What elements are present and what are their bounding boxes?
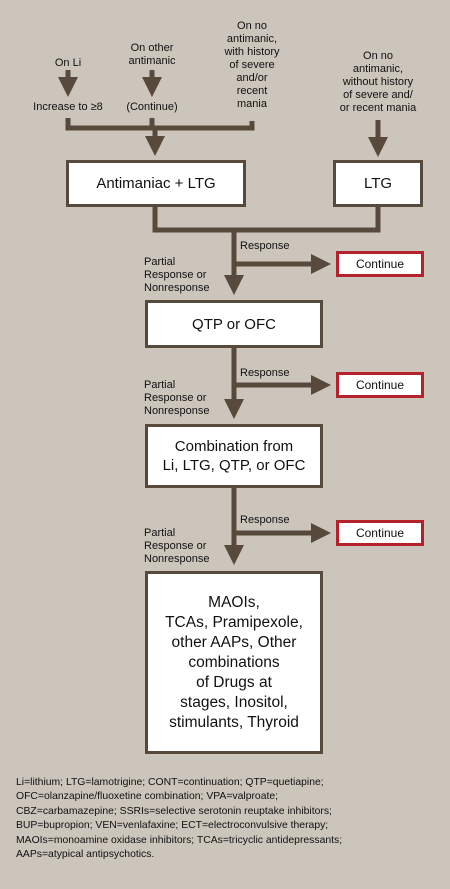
- box-combination: Combination from Li, LTG, QTP, or OFC: [145, 424, 323, 488]
- label-partial-2: Partial Response or Nonresponse: [144, 379, 210, 417]
- label-on-li: On Li: [54, 57, 82, 69]
- label-partial-3: Partial Response or Nonresponse: [144, 527, 210, 565]
- label-continue-paren: (Continue): [126, 101, 178, 113]
- continue-box-1: Continue: [336, 251, 424, 277]
- legend-line: BUP=bupropion; VEN=venlafaxine; ECT=elec…: [16, 820, 329, 832]
- box-qtp-ofc: QTP or OFC: [145, 300, 323, 348]
- label-on-no-antimanic-with-history: On no antimanic, with history of severe …: [224, 20, 280, 110]
- label-on-no-antimanic-without-history: On no antimanic, without history of seve…: [339, 50, 417, 114]
- legend-line: Li=lithium; LTG=lamotrigine; CONT=contin…: [16, 777, 324, 788]
- legend-line: MAOIs=monoamine oxidase inhibitors; TCAs…: [16, 834, 343, 846]
- box-final-options: MAOIs, TCAs, Pramipexole, other AAPs, Ot…: [145, 571, 323, 754]
- label-on-other-antimanic: On other antimanic: [128, 42, 176, 67]
- box-antimaniac-ltg: Antimaniac + LTG: [66, 160, 246, 207]
- legend-line: CBZ=carbamazepine; SSRIs=selective serot…: [16, 805, 332, 817]
- label-response-3: Response: [240, 514, 290, 526]
- label-response-2: Response: [240, 367, 290, 379]
- continue-box-3: Continue: [336, 520, 424, 546]
- label-partial-1: Partial Response or Nonresponse: [144, 256, 210, 294]
- abbreviations-legend: Li=lithium; LTG=lamotrigine; CONT=contin…: [16, 776, 441, 862]
- continue-box-2: Continue: [336, 372, 424, 398]
- box-ltg: LTG: [333, 160, 423, 207]
- label-increase: Increase to ≥8: [33, 101, 103, 113]
- legend-line: OFC=olanzapine/fluoxetine combination; V…: [16, 791, 279, 803]
- legend-line: AAPs=atypical antipsychotics.: [16, 849, 155, 861]
- label-response-1: Response: [240, 240, 290, 252]
